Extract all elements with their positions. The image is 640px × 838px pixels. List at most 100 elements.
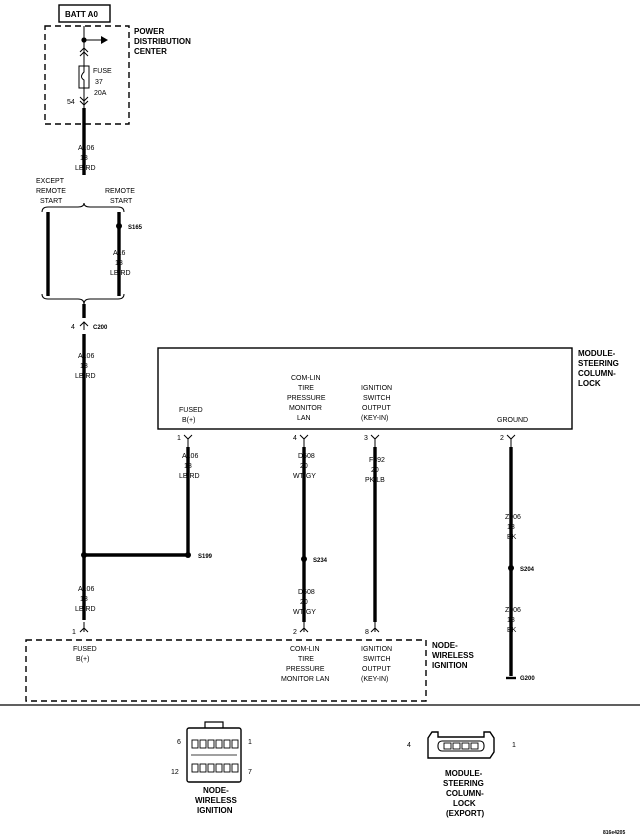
nwi-pin-fused-label: FUSED [73, 646, 97, 653]
nwi-pin-comlin-label: MONITOR LAN [281, 676, 330, 683]
scl-pin-comlin-symbol [299, 434, 309, 447]
connector-c200-symbol [79, 321, 89, 330]
nwi-pin-ign-label: IGNITION [361, 646, 392, 653]
connector-nwi-pin-tl: 6 [177, 739, 181, 746]
wire-a106-top-gauge: 18 [80, 155, 88, 162]
wire-a106-scl-gauge: 18 [184, 463, 192, 470]
scl-pin-fused-label: B(+) [182, 417, 195, 424]
nwi-pin-ign-number: 8 [365, 629, 369, 636]
scl-pin-gnd-label: GROUND [497, 417, 528, 424]
wire-f892-color: PK/LB [365, 477, 385, 484]
wire-d508-bottom-gauge: 20 [300, 599, 308, 606]
wire-z906-top-circuit: Z906 [505, 514, 521, 521]
wire-a106-top-color: LB/RD [75, 165, 96, 172]
scl-pin-gnd-symbol [506, 434, 516, 447]
splice-s199-dot [185, 552, 191, 558]
splice-s204-label: S204 [520, 567, 535, 573]
wire-z906-bottom-color: BK [507, 627, 517, 634]
branch-remote-line: REMOTE [105, 188, 135, 195]
busbar-arrowhead [101, 36, 108, 44]
wire-d508-top-gauge: 20 [300, 463, 308, 470]
fuse-element [81, 66, 85, 88]
battery-label-box [58, 4, 111, 23]
splice-s234-label: S234 [313, 558, 328, 564]
module-scl-title-line: MODULE- [578, 349, 616, 358]
wire-f892-gauge: 20 [371, 467, 379, 474]
connector-nwi-caption: IGNITION [197, 806, 233, 815]
wire-z906-bottom-circuit: Z906 [505, 607, 521, 614]
branch-except-line: EXCEPT [36, 178, 65, 185]
connector-c200-label: C200 [93, 325, 108, 331]
ground-g200-label: G200 [520, 676, 535, 682]
module-nwi-title-line: NODE- [432, 641, 458, 650]
module-nwi-title-line: IGNITION [432, 661, 468, 670]
splice-s165-label: S165 [128, 225, 143, 231]
connector-nwi-cavities [191, 739, 239, 773]
connector-scl-pin-left: 4 [407, 742, 411, 749]
connector-nwi-caption: NODE- [203, 786, 229, 795]
wire-a106-scl-circuit: A106 [182, 453, 198, 460]
fuse-pin: 54 [67, 99, 75, 106]
scl-pin-comlin-label: TIRE [298, 385, 314, 392]
wire-d508-top-color: WT/GY [293, 473, 316, 480]
figure-id: 816e4205 [603, 830, 625, 836]
scl-pin-ign-number: 3 [364, 435, 368, 442]
scl-pin-ign-label: IGNITION [361, 385, 392, 392]
module-nwi-title-line: WIRELESS [432, 651, 474, 660]
wire-a106-bottom-gauge: 18 [80, 596, 88, 603]
wire-z906-top-gauge: 18 [507, 524, 515, 531]
wire-d508-bottom-circuit: D508 [298, 589, 315, 596]
pdc-title-line: CENTER [134, 47, 167, 56]
scl-pin-gnd-number: 2 [500, 435, 504, 442]
nwi-pin-comlin-label: PRESSURE [286, 666, 325, 673]
scl-pin-ign-symbol [370, 434, 380, 447]
wire-a106-bottom-circuit: A106 [78, 586, 94, 593]
module-scl-box [157, 347, 573, 430]
scl-pin-comlin-label: COM-LIN [291, 375, 321, 382]
wire-d508-bottom-color: WT/GY [293, 609, 316, 616]
scl-pin-ign-label: OUTPUT [362, 405, 392, 412]
fuse-rating: 20A [94, 90, 107, 97]
wire-a106-mid-circuit: A106 [78, 353, 94, 360]
wire-f892-circuit: F892 [369, 457, 385, 464]
scl-pin-ign-label: SWITCH [363, 395, 391, 402]
scl-pin-comlin-label: MONITOR [289, 405, 322, 412]
wire-z906-bottom-gauge: 18 [507, 617, 515, 624]
wire-a106-mid-gauge: 18 [80, 363, 88, 370]
connector-c200-pin: 4 [71, 324, 75, 331]
branch-brace-bottom [41, 293, 125, 305]
pdc-title-line: POWER [134, 27, 164, 36]
nwi-pin-ign-label: (KEY-IN) [361, 676, 388, 683]
wire-a16-color: LB/RD [110, 270, 131, 277]
fuse-bottom-chevron [79, 96, 89, 106]
scl-pin-comlin-label: PRESSURE [287, 395, 326, 402]
wire-d508-top-circuit: D508 [298, 453, 315, 460]
nwi-pin-comlin-number: 2 [293, 629, 297, 636]
wire-a106-scl-color: LB/RD [179, 473, 200, 480]
nwi-pin-ign-symbol [370, 622, 380, 633]
connector-nwi-pin-br: 7 [248, 769, 252, 776]
module-scl-title-line: COLUMN- [578, 369, 616, 378]
module-scl-title-line: STEERING [578, 359, 619, 368]
nwi-pin-ign-label: SWITCH [363, 656, 391, 663]
scl-pin-ign-label: (KEY-IN) [361, 415, 388, 422]
nwi-pin-comlin-label: COM-LIN [290, 646, 320, 653]
connector-scl-face [427, 731, 495, 759]
scl-pin-fused-symbol [183, 434, 193, 447]
branch-remote-line: START [110, 198, 133, 205]
scl-pin-fused-label: FUSED [179, 407, 203, 414]
pdc-title-line: DISTRIBUTION [134, 37, 191, 46]
wire-a106-bottom-color: LB/RD [75, 606, 96, 613]
connector-nwi-pin-tr: 1 [248, 739, 252, 746]
connector-scl-caption: STEERING [443, 779, 484, 788]
wire-a106-mid-color: LB/RD [75, 373, 96, 380]
connector-nwi-pin-bl: 12 [171, 769, 179, 776]
wire-z906-top-color: BK [507, 534, 517, 541]
connector-scl-caption: COLUMN- [446, 789, 484, 798]
wire-a16-circuit: A16 [113, 250, 126, 257]
connector-scl-caption: MODULE- [445, 769, 483, 778]
branch-except-line: START [40, 198, 63, 205]
fuse-label: FUSE [93, 68, 112, 75]
module-nwi-box [25, 639, 427, 702]
